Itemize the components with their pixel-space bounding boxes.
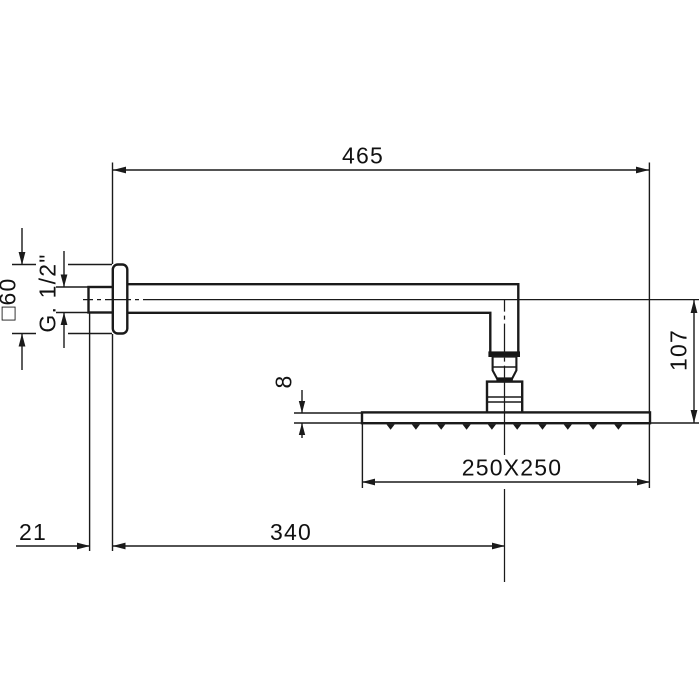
arrow-up-icon <box>690 300 698 313</box>
arrow-down-icon <box>298 401 306 413</box>
dim-label-107: 107 <box>666 329 692 371</box>
dimension-wall-to-center: 340 <box>88 313 505 551</box>
dimension-thread-spec: G. 1/2" <box>35 251 88 348</box>
dim-label-60: □60 <box>0 277 21 320</box>
spray-nozzles <box>386 424 623 430</box>
dim-label-250: 250X250 <box>462 455 563 481</box>
arrow-right-icon <box>492 542 505 550</box>
arrow-left-icon <box>112 542 126 550</box>
arrow-left-icon <box>113 166 126 174</box>
dimension-head-size: 250X250 <box>361 424 650 488</box>
nozzle <box>487 424 497 430</box>
arrow-down-icon <box>60 274 68 287</box>
dim-label-8: 8 <box>271 375 297 389</box>
dimension-overall-reach: 465 <box>111 143 651 488</box>
nozzle <box>538 424 547 430</box>
dim-label-thread: G. 1/2" <box>35 253 61 332</box>
dimension-head-thickness: 8 <box>271 375 361 438</box>
shower-head-plate <box>360 411 652 425</box>
arrow-down-icon <box>690 410 698 423</box>
nozzle <box>462 424 471 430</box>
nozzle <box>437 424 446 430</box>
arrow-up-icon <box>298 423 306 435</box>
arrow-right-icon <box>636 166 649 174</box>
nozzle <box>588 424 598 430</box>
arrow-right-icon <box>637 478 650 486</box>
dim-label-21: 21 <box>19 519 47 545</box>
dim-label-465: 465 <box>342 143 384 169</box>
nozzle <box>563 424 572 430</box>
arm-bottom-edge <box>127 311 492 352</box>
dimension-thread-length: 21 <box>16 519 90 550</box>
dimension-flange-size: □60 <box>0 228 112 370</box>
dimension-drop-height: 107 <box>650 300 699 424</box>
arrow-left-icon <box>362 478 375 486</box>
arm-top-edge <box>127 283 520 352</box>
nozzle <box>386 424 395 430</box>
label-mask <box>452 456 573 479</box>
centerlines <box>83 298 699 582</box>
nozzle <box>513 424 522 430</box>
arrow-up-icon <box>60 312 68 325</box>
arrow-down-icon <box>18 252 26 265</box>
shower-arm <box>127 283 520 352</box>
arrow-right-icon <box>77 542 90 550</box>
dim-label-340: 340 <box>270 519 312 545</box>
head-plate-body <box>360 411 652 425</box>
nozzle <box>614 424 623 430</box>
arrow-up-icon <box>18 333 26 347</box>
nozzle <box>411 424 421 430</box>
